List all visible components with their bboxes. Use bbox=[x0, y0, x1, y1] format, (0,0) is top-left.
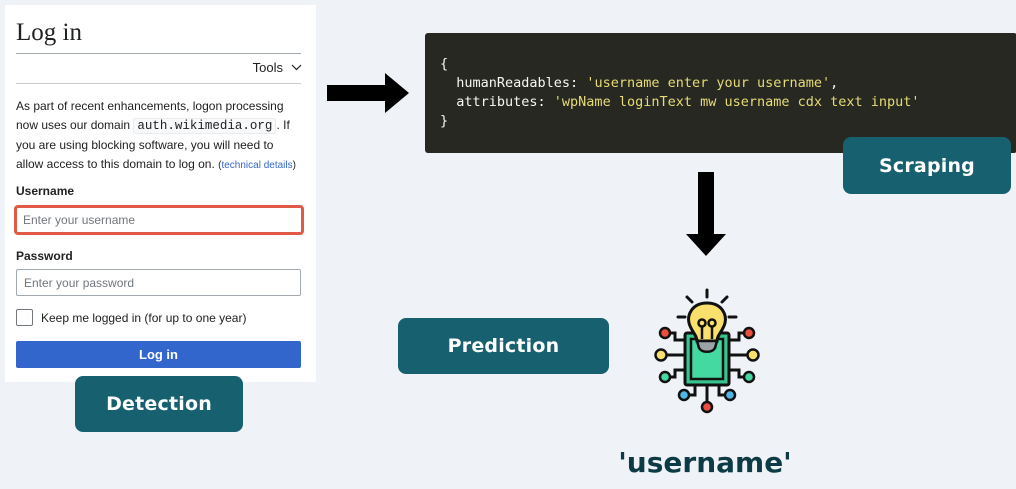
code-key-attributes: attributes: bbox=[440, 94, 554, 110]
code-comma: , bbox=[830, 75, 839, 91]
title-divider bbox=[16, 53, 301, 54]
keep-logged-in-row[interactable]: Keep me logged in (for up to one year) bbox=[16, 309, 246, 326]
technical-details-link[interactable]: (technical details) bbox=[218, 160, 296, 171]
login-button[interactable]: Log in bbox=[16, 341, 301, 368]
notice-text-before: As part of recent enhancements, logon pr… bbox=[16, 99, 284, 132]
domain-notice: As part of recent enhancements, logon pr… bbox=[16, 97, 304, 175]
username-input[interactable]: Enter your username bbox=[14, 205, 304, 235]
code-value-human-readables: 'username enter your username' bbox=[586, 75, 831, 91]
paren-close: ) bbox=[292, 160, 296, 171]
paren-open: ( bbox=[218, 160, 222, 171]
notice-domain: auth.wikimedia.org bbox=[133, 118, 277, 134]
keep-logged-in-checkbox[interactable] bbox=[16, 309, 33, 326]
login-title: Log in bbox=[16, 19, 82, 46]
technical-details-text: technical details bbox=[221, 160, 293, 171]
prediction-result: 'username' bbox=[618, 446, 792, 479]
username-label: Username bbox=[16, 184, 75, 198]
tools-label: Tools bbox=[252, 60, 283, 75]
notice-text-after: . If you are using blocking software, yo… bbox=[16, 118, 290, 171]
arrow-right-icon bbox=[327, 73, 409, 113]
password-label: Password bbox=[16, 249, 73, 263]
scraped-code-block: { humanReadables: 'username enter your u… bbox=[425, 33, 1016, 153]
code-key-human-readables: humanReadables: bbox=[440, 75, 587, 91]
tools-menu[interactable]: Tools bbox=[253, 60, 302, 75]
prediction-label: Prediction bbox=[398, 318, 609, 374]
chevron-down-icon bbox=[291, 64, 302, 71]
detection-label: Detection bbox=[75, 376, 243, 432]
code-value-attributes: 'wpName loginText mw username cdx text i… bbox=[553, 94, 920, 110]
code-close-brace: } bbox=[440, 113, 449, 129]
password-input[interactable]: Enter your password bbox=[16, 269, 301, 296]
arrow-down-icon bbox=[686, 172, 726, 256]
keep-logged-in-label: Keep me logged in (for up to one year) bbox=[41, 310, 247, 325]
ai-lightbulb-circuit-icon bbox=[654, 288, 760, 414]
login-panel: Log in Tools As part of recent enhanceme… bbox=[5, 5, 316, 382]
scraping-label: Scraping bbox=[843, 137, 1011, 194]
tools-divider bbox=[16, 83, 301, 84]
code-open-brace: { bbox=[440, 56, 449, 72]
